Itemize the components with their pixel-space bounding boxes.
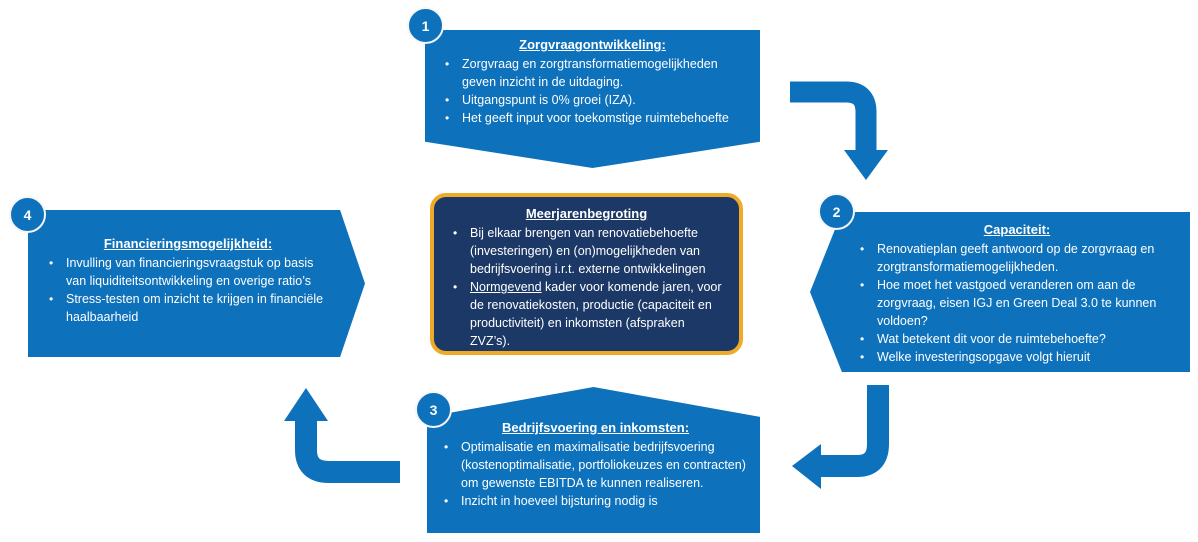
step-2-box: Capaciteit: Renovatieplan geeft antwoord… (810, 212, 1190, 372)
arrow-1-to-2 (790, 81, 888, 180)
step-3-title: Bedrijfsvoering en inkomsten: (501, 420, 690, 435)
step-1-bullets: Zorgvraag en zorgtransformatiemogelijkhe… (437, 55, 748, 127)
step-4-box: Financieringsmogelijkheid: Invulling van… (28, 210, 365, 357)
arrow-head-up-icon (284, 388, 328, 421)
arrow-elbow (295, 420, 400, 483)
arrow-elbow (790, 81, 877, 151)
step-3-bullet-1: Optimalisatie en maximalisatie bedrijfsv… (436, 438, 755, 492)
step-2-bullet-2: Hoe moet het vastgoed veranderen om aan … (852, 276, 1182, 330)
center-bullet-2: Normgevend kader voor komende jaren, voo… (445, 278, 728, 350)
step-4-bullets: Invulling van financieringsvraagstuk op … (41, 254, 335, 326)
arrow-head-down-icon (844, 150, 888, 180)
center-box: Meerjarenbegroting Bij elkaar brengen va… (430, 193, 743, 355)
step-1-number-badge: 1 (407, 7, 444, 44)
step-2-title: Capaciteit: (983, 222, 1051, 237)
step-3-bullet-2: Inzicht in hoeveel bijsturing nodig is (436, 492, 755, 510)
step-2-bullet-4: Welke investeringsopgave volgt hieruit (852, 348, 1182, 366)
step-1-bullet-1: Zorgvraag en zorgtransformatiemogelijkhe… (437, 55, 748, 91)
step-1-bullet-3: Het geeft input voor toekomstige ruimteb… (437, 109, 748, 127)
arrow-elbow (820, 385, 889, 477)
step-1-box: Zorgvraagontwikkeling: Zorgvraag en zorg… (425, 30, 760, 168)
step-4-bullet-2: Stress-testen om inzicht te krijgen in f… (41, 290, 335, 326)
step-4-title: Financieringsmogelijkheid: (103, 236, 273, 251)
step-2-bullets: Renovatieplan geeft antwoord op de zorgv… (852, 240, 1182, 366)
step-1-bullet-2: Uitgangspunt is 0% groei (IZA). (437, 91, 748, 109)
center-box-title: Meerjarenbegroting (525, 206, 648, 221)
step-2-bullet-3: Wat betekent dit voor de ruimtebehoefte? (852, 330, 1182, 348)
step-2-number-badge: 2 (818, 193, 855, 230)
step-3-bullets: Optimalisatie en maximalisatie bedrijfsv… (436, 438, 755, 510)
step-4-bullet-1: Invulling van financieringsvraagstuk op … (41, 254, 335, 290)
center-bullet-1: Bij elkaar brengen van renovatiebehoefte… (445, 224, 728, 278)
step-1-title: Zorgvraagontwikkeling: (519, 37, 666, 52)
step-3-box: Bedrijfsvoering en inkomsten: Optimalisa… (427, 387, 760, 533)
step-4-number-badge: 4 (9, 196, 46, 233)
step-3-number-badge: 3 (415, 391, 452, 428)
center-bullet-2-underlined-text: Normgevend (470, 280, 542, 294)
arrow-2-to-3 (792, 385, 889, 489)
center-box-bullets: Bij elkaar brengen van renovatiebehoefte… (445, 224, 728, 350)
arrow-head-left-icon (792, 444, 821, 489)
center-bullet-2-rest-text: kader voor komende jaren, voor de renova… (470, 280, 722, 348)
arrow-3-to-4 (284, 388, 400, 483)
step-2-bullet-1: Renovatieplan geeft antwoord op de zorgv… (852, 240, 1182, 276)
